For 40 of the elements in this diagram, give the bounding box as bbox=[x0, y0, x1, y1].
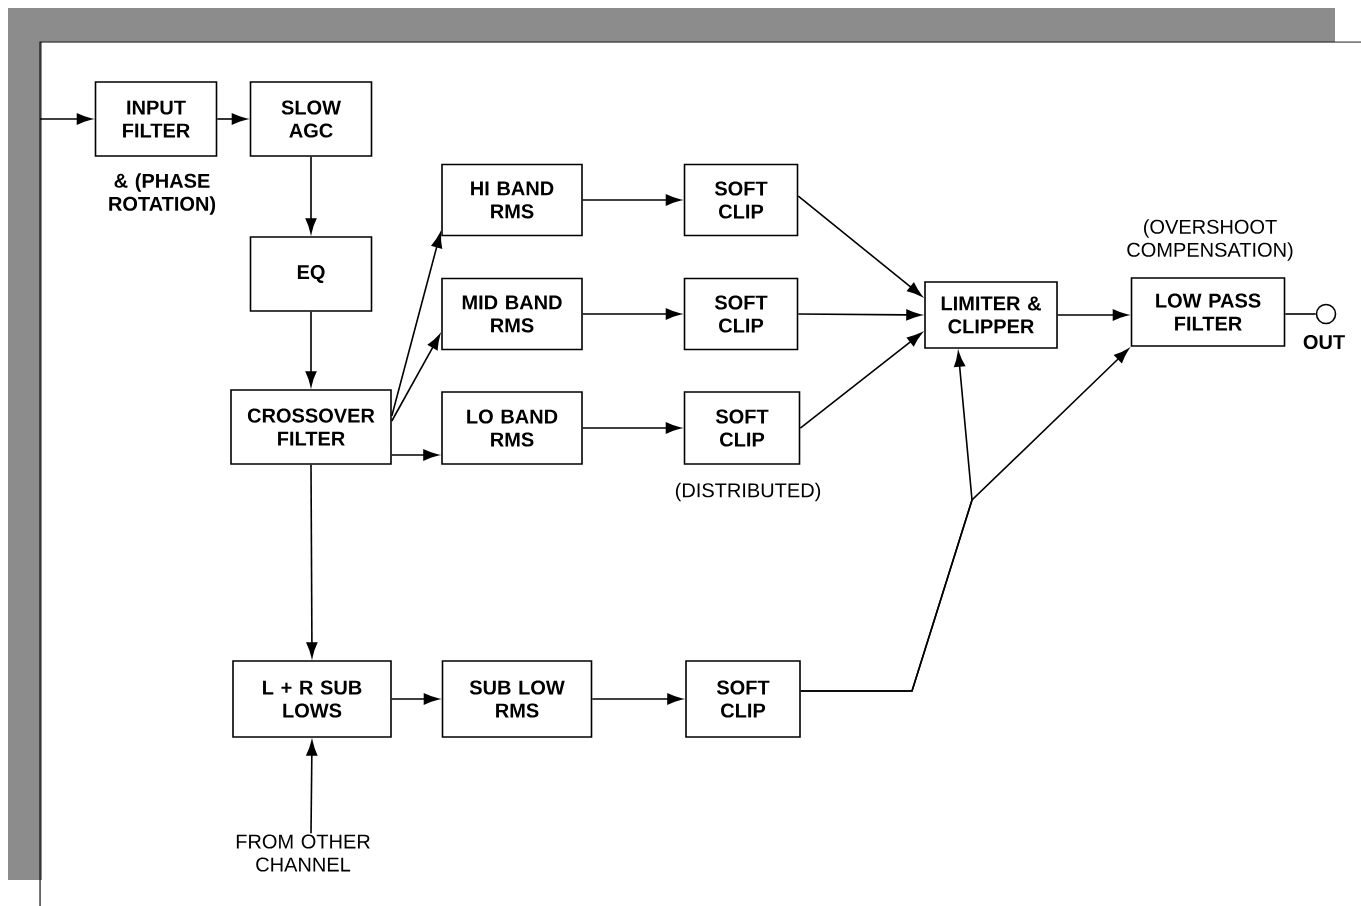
arrow bbox=[797, 309, 922, 321]
arrow bbox=[306, 740, 318, 835]
arrow bbox=[391, 449, 439, 461]
source-label: FROM OTHER CHANNEL bbox=[236, 834, 370, 872]
arrow bbox=[391, 693, 439, 705]
arrow bbox=[800, 348, 1129, 692]
process-box: EQ bbox=[249, 236, 373, 312]
arrow bbox=[39, 113, 92, 125]
process-box: LIMITER & CLIPPER bbox=[924, 281, 1058, 349]
process-box: LO BAND RMS bbox=[441, 391, 583, 465]
process-box: SLOW AGC bbox=[249, 81, 373, 157]
arrow bbox=[306, 464, 318, 658]
arrow bbox=[216, 113, 247, 125]
arrow bbox=[391, 232, 443, 417]
process-box: CROSSOVER FILTER bbox=[230, 389, 392, 465]
process-box: MID BAND RMS bbox=[441, 277, 583, 351]
process-box: LOW PASS FILTER bbox=[1130, 277, 1286, 347]
arrow bbox=[391, 334, 441, 422]
arrow bbox=[797, 195, 923, 297]
arrow bbox=[582, 422, 681, 434]
process-box: L + R SUB LOWS bbox=[232, 660, 392, 738]
process-box: SUB LOW RMS bbox=[441, 660, 593, 738]
process-box: HI BAND RMS bbox=[441, 163, 583, 237]
arrow bbox=[582, 308, 681, 320]
arrow bbox=[305, 311, 317, 387]
process-box: INPUT FILTER bbox=[94, 81, 218, 157]
process-box: SOFT CLIP bbox=[683, 163, 799, 237]
process-box: SOFT CLIP bbox=[685, 660, 801, 738]
arrow bbox=[305, 156, 317, 234]
arrow bbox=[1057, 309, 1128, 321]
output-terminal bbox=[1315, 303, 1337, 325]
caption-text: & (PHASE ROTATION) bbox=[109, 173, 216, 215]
process-box: SOFT CLIP bbox=[683, 277, 799, 351]
arrow bbox=[591, 693, 683, 705]
caption-text: (DISTRIBUTED) bbox=[675, 482, 821, 502]
caption-text: (OVERSHOOT COMPENSATION) bbox=[1127, 219, 1293, 261]
arrow bbox=[582, 194, 681, 206]
process-box: SOFT CLIP bbox=[683, 391, 801, 465]
caption-text: OUT bbox=[1303, 334, 1345, 350]
arrow bbox=[799, 332, 923, 429]
